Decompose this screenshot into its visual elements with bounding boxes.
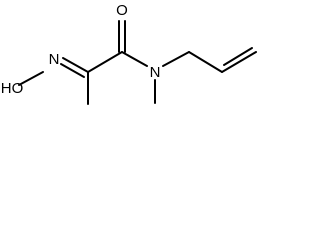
hydroxyl-label: HO [1,80,24,97]
bond-n-c2-outer [62,57,89,73]
structure-diagram: HO N O N [1,2,257,105]
bond-n-c2-inner [60,63,85,78]
oxime-nitrogen-label: N [49,51,60,68]
amide-nitrogen-label: N [150,64,161,81]
bond-n-ch2 [162,51,190,67]
bond-ho-n [18,71,44,86]
bond-layer [18,20,257,105]
atom-layer: HO N O N [1,2,161,97]
bond-ch2-ch [188,51,223,73]
bond-ch-ch2-inner [223,47,253,66]
carbonyl-oxygen-label: O [116,2,128,19]
bond-c2-c1 [87,51,123,73]
bond-ch-ch2-outer [221,51,257,73]
bond-c1-n [121,51,148,67]
